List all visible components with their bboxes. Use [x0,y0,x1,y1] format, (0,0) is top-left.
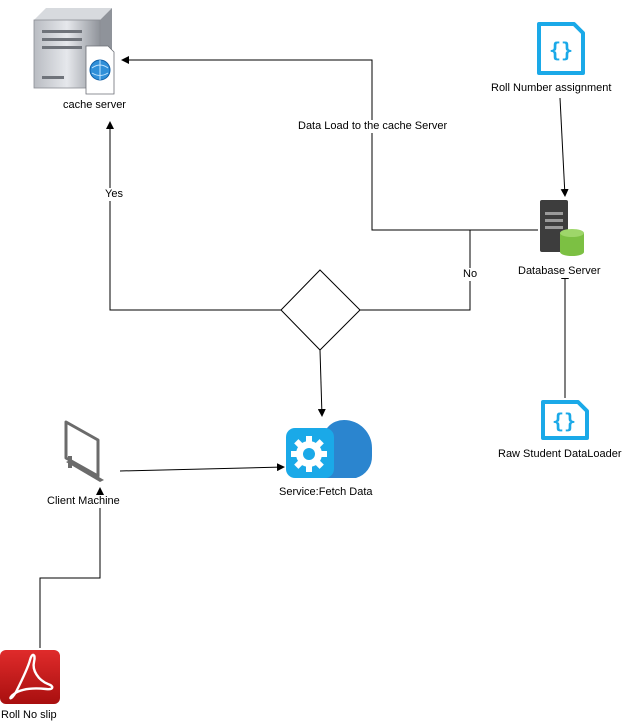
decision-diamond[interactable] [280,269,361,351]
roll-number-assignment-label: Roll Number assignment [490,82,613,95]
edge-label-yes: Yes [104,188,124,201]
code-braces-icon[interactable]: {} [537,22,585,75]
edge-slip-to-client [39,487,104,648]
edge-label-no: No [462,268,479,281]
service-fetch-data-label: Service:Fetch Data [278,486,374,499]
edge-decision-no [360,230,471,311]
edge-client-to-service [119,463,285,472]
edge-decision-yes [106,121,281,311]
server-icon[interactable] [33,8,115,95]
pdf-icon[interactable] [0,650,60,704]
svg-text:{}: {} [552,409,576,433]
edge-label-data-load: Data Load to the cache Server [297,120,449,133]
cache-server-label: cache server [62,99,127,112]
svg-text:{}: {} [549,38,573,62]
computer-icon[interactable] [64,420,104,482]
edge-decision-to-service [317,349,326,417]
database-server-icon[interactable] [540,200,584,256]
roll-no-slip-label: Roll No slip [0,709,58,722]
code-braces-icon[interactable]: {} [541,400,589,440]
edge-db-to-cache [121,56,538,231]
cloud-gear-icon[interactable] [286,420,373,478]
raw-student-dataloader-label: Raw Student DataLoader [497,448,623,461]
client-machine-label: Client Machine [46,495,121,508]
database-server-label: Database Server [517,265,602,278]
edge-rollnumber-to-db [559,97,569,197]
